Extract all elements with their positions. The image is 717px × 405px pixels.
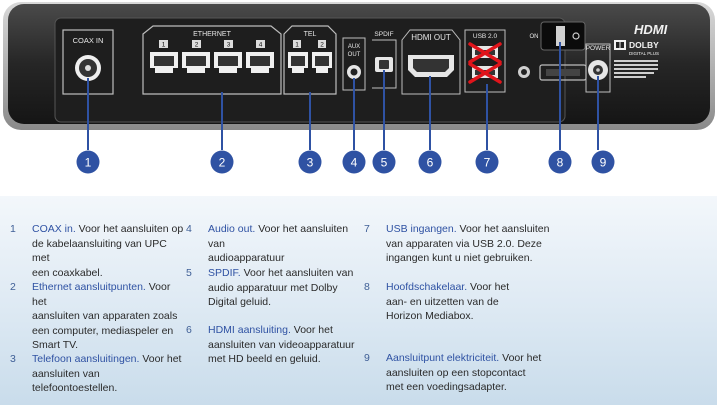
hdmi-out-port: HDMI OUT xyxy=(401,29,461,95)
legend-title: COAX in. xyxy=(32,223,76,235)
legend-desc-line: Smart TV. xyxy=(32,339,79,351)
callout-lines xyxy=(87,42,599,150)
legend-number: 9 xyxy=(364,352,370,364)
aux-label: AUX xyxy=(348,44,360,50)
legend-desc-line: Voor het xyxy=(467,281,510,293)
legend-number: 7 xyxy=(364,223,370,235)
hdmi-out-label: HDMI OUT xyxy=(411,33,451,42)
spdif-label: SPDIF xyxy=(374,31,393,38)
tel-number-1: 1 xyxy=(295,42,299,49)
callout-8-circle xyxy=(548,150,572,174)
legend-desc-line: aansluiten van telefoontoestellen. xyxy=(32,367,118,395)
dolby-logo: DOLBY DIGITAL PLUS xyxy=(614,40,659,56)
legend-number: 8 xyxy=(364,281,370,293)
legend-number: 5 xyxy=(186,267,192,279)
legend-desc-line: Voor het aansluiten van xyxy=(208,223,349,250)
legend-number: 6 xyxy=(186,324,192,336)
legend-desc-line: met een voedingsadapter. xyxy=(386,381,507,393)
legend-number: 2 xyxy=(10,281,16,293)
coax-in-port: COAX IN xyxy=(62,29,114,95)
legend-desc-line: audioapparatuur xyxy=(208,252,285,264)
legend-title: Ethernet aansluitpunten. xyxy=(32,281,146,293)
legend-title: Hoofdschakelaar. xyxy=(386,281,468,293)
callout-5-number: 5 xyxy=(381,156,388,170)
callout-7-circle xyxy=(475,150,499,174)
main-switch: ON xyxy=(530,21,586,51)
legend-desc-line: van apparaten via USB 2.0. Deze xyxy=(386,237,542,250)
legend-desc-line: aansluiten op een stopcontact xyxy=(386,366,526,379)
legend-desc-line: Voor het aansluiten van xyxy=(240,267,354,279)
mediabox-rear-panel-diagram: COAX IN ETHERNET 1 2 3 4 TEL xyxy=(3,2,715,174)
legend-title: Audio out. xyxy=(208,223,256,235)
ethernet-ports: ETHERNET 1 2 3 4 xyxy=(142,25,282,95)
tel-ports: TEL 1 2 xyxy=(283,25,337,95)
legend-desc-line: Voor het aansluiten op xyxy=(75,223,184,235)
legend-title: Aansluitpunt elektriciteit. xyxy=(386,352,500,364)
callout-5-circle xyxy=(372,150,396,174)
legend-desc-line: aansluiten van apparaten zoals xyxy=(32,310,178,322)
legend-desc-line: Voor het xyxy=(290,324,333,336)
legend-title: Telefoon aansluitingen. xyxy=(32,353,140,365)
hdmi-logo: HDMI xyxy=(634,22,668,37)
tel-number-2: 2 xyxy=(320,42,324,49)
legend-number: 1 xyxy=(10,223,16,235)
rating-label-sticker xyxy=(614,60,658,78)
legend-desc-line: Voor het xyxy=(499,352,542,364)
legend-desc-line: Digital geluid. xyxy=(208,296,272,308)
usb-disabled-cross-icon xyxy=(468,42,502,84)
ethernet-number-4: 4 xyxy=(259,42,263,49)
legend-desc-line: ingangen kunt u niet gebruiken. xyxy=(386,252,533,264)
legend-number: 3 xyxy=(10,353,16,365)
callout-2-circle xyxy=(210,150,234,174)
aux-out-label: OUT xyxy=(348,52,361,58)
callout-4-circle xyxy=(342,150,366,174)
switch-on-label: ON xyxy=(530,34,539,40)
legend-desc-line: audio apparatuur met Dolby xyxy=(208,281,338,294)
callout-4-number: 4 xyxy=(351,156,358,170)
ethernet-number-3: 3 xyxy=(227,42,231,49)
callout-1-number: 1 xyxy=(85,156,92,170)
power-label: POWER xyxy=(586,45,611,52)
legend-desc-line: de kabelaansluiting van UPC met xyxy=(32,237,167,265)
hdmi-logo-text: HDMI xyxy=(634,22,668,37)
spdif-port: SPDIF xyxy=(372,31,397,89)
callout-9-circle xyxy=(591,150,615,174)
legend-desc-line: Horizon Mediabox. xyxy=(386,310,474,322)
legend-desc-line: Voor het xyxy=(32,281,171,308)
ethernet-number-1: 1 xyxy=(162,42,166,49)
legend-desc-line: aan- en uitzetten van de xyxy=(386,295,499,308)
ethernet-number-2: 2 xyxy=(195,42,199,49)
callout-numbers: 1 2 3 4 5 6 7 8 9 xyxy=(85,156,607,170)
legend-title: SPDIF. xyxy=(208,267,241,279)
power-port: POWER xyxy=(585,43,611,93)
legend-desc-line: Voor het aansluiten xyxy=(456,223,550,235)
device-body xyxy=(3,2,715,130)
callout-8-number: 8 xyxy=(557,156,564,170)
legend-title: HDMI aansluiting. xyxy=(208,324,291,336)
callout-9-number: 9 xyxy=(600,156,607,170)
legend-panel: 1 COAX in. Voor het aansluiten op de kab… xyxy=(0,196,717,405)
legend-desc-line: Voor het xyxy=(139,353,182,365)
callout-2-number: 2 xyxy=(219,156,226,170)
legend-title: USB ingangen. xyxy=(386,223,457,235)
ethernet-label: ETHERNET xyxy=(193,31,231,38)
coax-in-label: COAX IN xyxy=(73,36,104,45)
callout-3-circle xyxy=(298,150,322,174)
dolby-sub-text: DIGITAL PLUS xyxy=(629,51,659,56)
legend-desc-line: een coaxkabel. xyxy=(32,266,103,279)
callout-7-number: 7 xyxy=(484,156,491,170)
legend-desc-line: met HD beeld en geluid. xyxy=(208,353,321,365)
callout-3-number: 3 xyxy=(307,156,314,170)
usb-label: USB 2.0 xyxy=(473,33,498,40)
callout-6-number: 6 xyxy=(427,156,434,170)
tel-label: TEL xyxy=(304,31,317,38)
callout-markers xyxy=(76,150,615,174)
dolby-logo-text: DOLBY xyxy=(629,40,659,50)
callout-1-circle xyxy=(76,150,100,174)
legend-desc-line: een computer, mediaspeler en xyxy=(32,324,174,337)
callout-6-circle xyxy=(418,150,442,174)
legend-desc-line: aansluiten van videoapparatuur xyxy=(208,338,355,351)
legend-number: 4 xyxy=(186,223,192,235)
